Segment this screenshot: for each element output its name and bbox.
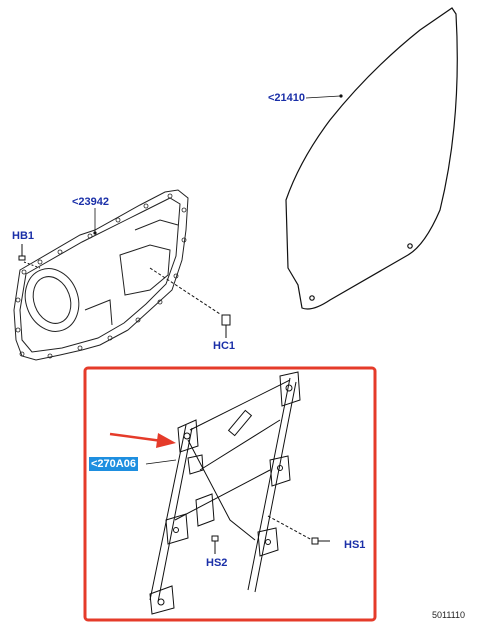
- callout-hc1: HC1: [213, 340, 236, 352]
- highlight-frame: [83, 366, 377, 622]
- callout-regulator: <270A06: [89, 457, 138, 471]
- glass-leader-dot: [339, 94, 343, 98]
- bolt-hb1: [18, 244, 41, 269]
- door-panel-holes: [15, 193, 187, 359]
- callout-hs1: HS1: [344, 539, 366, 551]
- clip-hc1: [149, 267, 231, 338]
- callout-hb1: HB1: [12, 230, 35, 242]
- highlight-arrow: [109, 432, 176, 448]
- screw-hs1: [267, 515, 330, 545]
- regulator-leader-line: [145, 459, 177, 465]
- screw-hs2: [211, 535, 219, 554]
- door-panel: [13, 189, 189, 361]
- panel-leader-dot: [93, 231, 97, 235]
- glass-leader-line: [305, 95, 341, 99]
- figure-number: 5011110: [432, 610, 466, 620]
- callout-hs2: HS2: [206, 557, 228, 569]
- callout-glass: <21410: [268, 92, 306, 104]
- window-regulator: [149, 371, 301, 615]
- window-glass: [285, 7, 458, 310]
- callout-panel: <23942: [72, 196, 110, 208]
